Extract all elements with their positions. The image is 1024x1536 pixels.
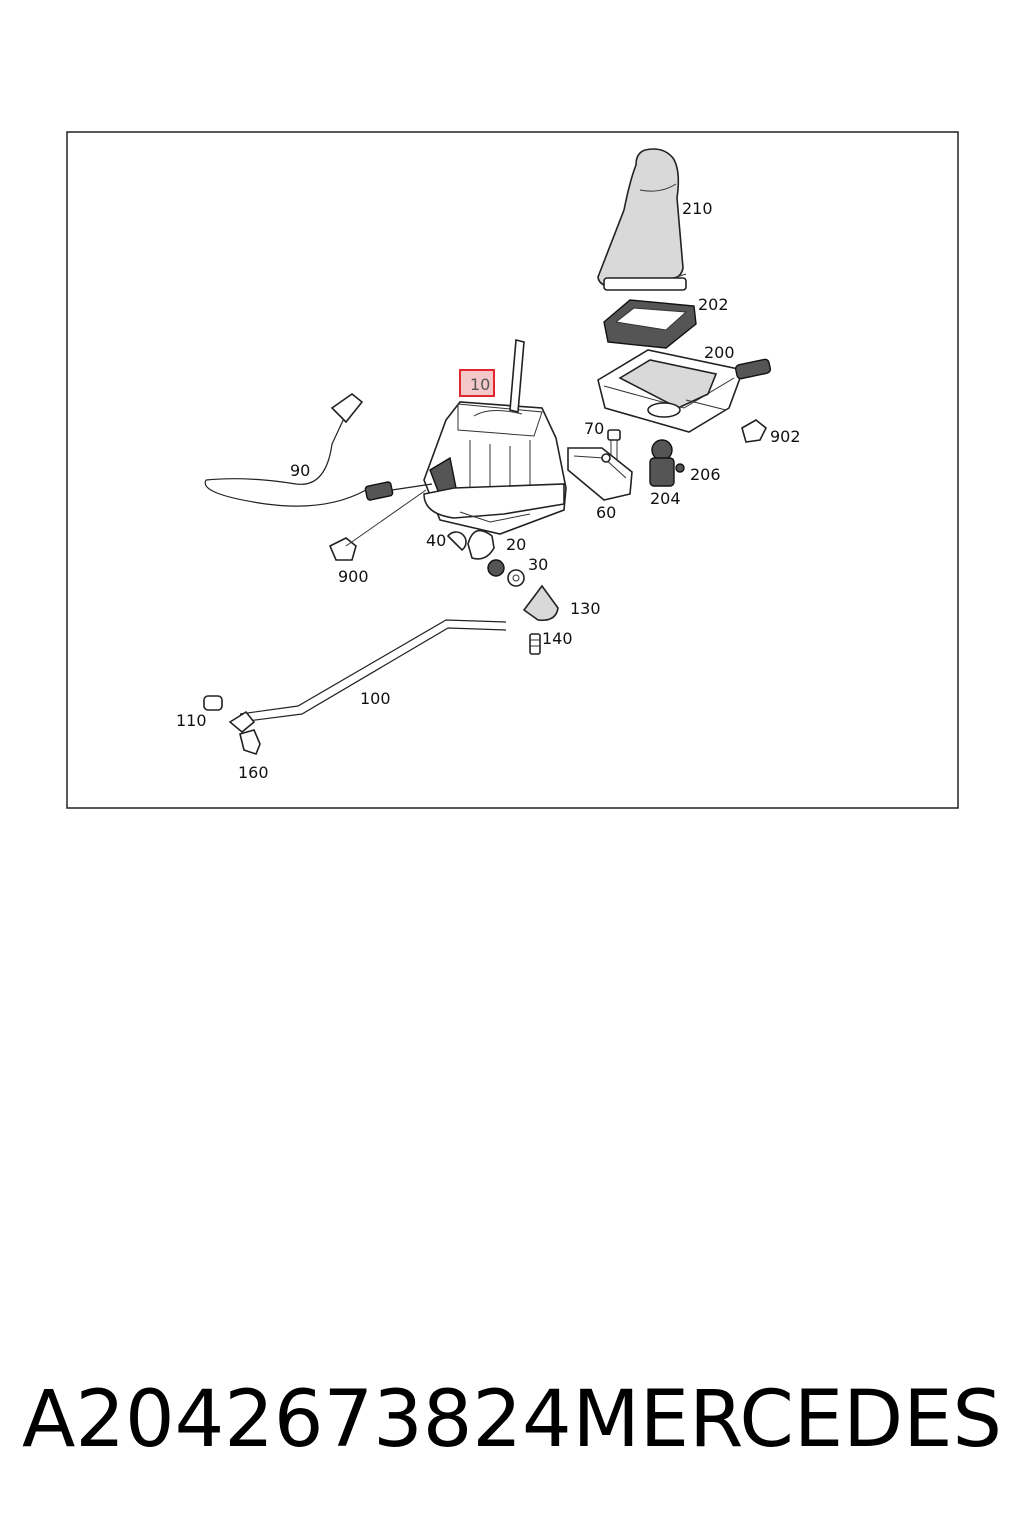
callout-70: 70	[584, 419, 604, 438]
part-140-spring	[529, 633, 541, 655]
part-200-console-panel	[597, 349, 745, 433]
callout-200: 200	[704, 343, 735, 362]
part-100-shift-rod	[228, 619, 507, 734]
callout-90: 90	[290, 461, 310, 480]
part-number-text: A2042673824	[22, 1375, 572, 1465]
callout-900: 900	[338, 567, 369, 586]
callout-140: 140	[542, 629, 573, 648]
highlight-box-10	[459, 369, 495, 397]
callout-100: 100	[360, 689, 391, 708]
callout-202: 202	[698, 295, 729, 314]
part-90-cable	[204, 393, 433, 507]
callout-130: 130	[570, 599, 601, 618]
diagram-frame	[66, 131, 959, 809]
callout-902: 902	[770, 427, 801, 446]
part-70-bolt	[607, 429, 621, 462]
part-110-bushing	[203, 695, 223, 711]
part-204-actuator	[649, 439, 675, 487]
part-20-bushing	[467, 529, 505, 577]
part-10-shifter-housing	[423, 338, 567, 535]
part-902-clip	[741, 419, 768, 443]
part-30-washer	[507, 569, 525, 587]
callout-110: 110	[176, 711, 207, 730]
part-210-shift-boot	[597, 148, 687, 291]
part-202-trim-frame	[603, 299, 697, 349]
footer-caption: A2042673824 MERCEDES	[0, 1370, 1024, 1470]
callout-210: 210	[682, 199, 713, 218]
callout-40: 40	[426, 531, 446, 550]
callout-206: 206	[690, 465, 721, 484]
part-40-clip	[446, 531, 467, 552]
callout-20: 20	[506, 535, 526, 554]
callout-10: 10	[470, 375, 490, 394]
part-160-clip	[239, 729, 261, 755]
callout-204: 204	[650, 489, 681, 508]
callout-160: 160	[238, 763, 269, 782]
part-900-clip	[328, 489, 427, 561]
part-206-screw	[675, 463, 685, 473]
brand-text: MERCEDES	[572, 1375, 1003, 1465]
callout-30: 30	[528, 555, 548, 574]
callout-60: 60	[596, 503, 616, 522]
part-200-switch	[734, 358, 772, 380]
part-60-bracket	[567, 447, 633, 501]
part-130-boot	[522, 584, 559, 622]
